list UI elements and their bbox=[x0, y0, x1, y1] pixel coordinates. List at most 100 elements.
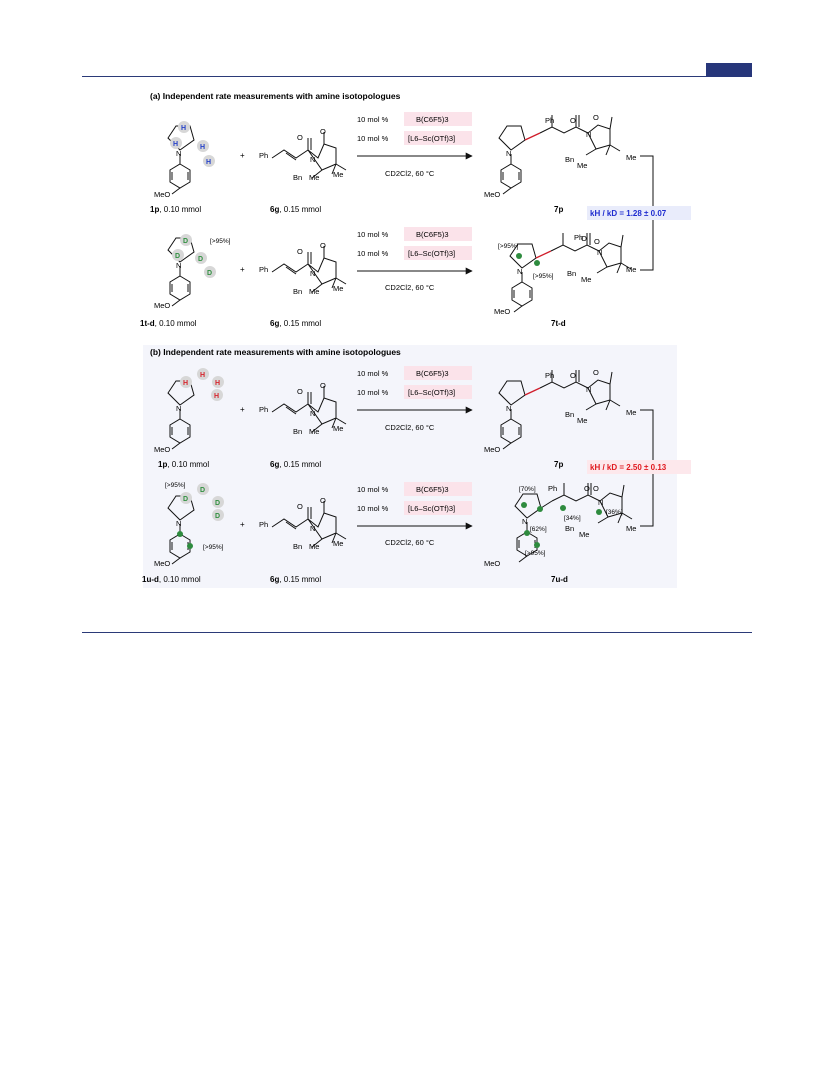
h-label: H bbox=[183, 380, 188, 387]
header-rule bbox=[82, 76, 752, 77]
nitrogen-label: N bbox=[310, 155, 315, 164]
benzyl-label: Bn bbox=[565, 155, 574, 164]
compound-name: 6g bbox=[270, 319, 279, 328]
compound-name: 1p bbox=[158, 460, 167, 469]
catalyst-loading: 10 mol % bbox=[357, 504, 389, 513]
catalyst-box bbox=[404, 227, 472, 241]
benzyl-label: Bn bbox=[293, 542, 302, 551]
acceptor-6g-structure: Ph O N O Bn Me Me bbox=[259, 127, 347, 182]
nitrogen-label: N bbox=[506, 149, 511, 158]
product-7p-structure: N MeO Ph O N O Bn Me Me bbox=[484, 368, 636, 454]
solvent-conditions: CD2Cl2, 60 °C bbox=[385, 538, 435, 547]
acceptor-6g-structure: Ph O N O Bn Me Me bbox=[259, 496, 347, 551]
h-label: H bbox=[215, 380, 220, 387]
catalyst-loading: 10 mol % bbox=[357, 485, 389, 494]
d-label: D bbox=[215, 513, 220, 520]
acceptor-6g-caption: 6g, 0.15 mmol bbox=[270, 460, 321, 469]
product-7p-caption: 7p bbox=[554, 460, 563, 469]
phenyl-label: Ph bbox=[259, 265, 268, 274]
deuterium-incorporation: [>95%] bbox=[210, 238, 231, 245]
oxygen-label: O bbox=[320, 241, 326, 250]
phenyl-label: Ph bbox=[574, 233, 583, 242]
compound-amount: , 0.15 mmol bbox=[279, 460, 321, 469]
d-label: D bbox=[207, 270, 212, 277]
amine-n-atom: N bbox=[176, 149, 181, 158]
oxygen-label: O bbox=[570, 116, 576, 125]
catalyst-scandium: [L6–Sc(OTf)3] bbox=[408, 504, 455, 513]
benzyl-label: Bn bbox=[565, 410, 574, 419]
catalyst-box bbox=[404, 112, 472, 126]
oxygen-label: O bbox=[570, 371, 576, 380]
plus-sign: + bbox=[240, 151, 245, 160]
nitrogen-label: N bbox=[176, 261, 181, 270]
oxygen-label: O bbox=[593, 368, 599, 377]
methyl-label: Me bbox=[626, 408, 636, 417]
oxygen-label: O bbox=[593, 484, 599, 493]
methoxy-label: MeO bbox=[154, 301, 170, 310]
acceptor-6g-caption: 6g, 0.15 mmol bbox=[270, 319, 321, 328]
phenyl-label: Ph bbox=[548, 484, 557, 493]
methoxy-label: MeO bbox=[154, 190, 170, 199]
catalyst-loading: 10 mol % bbox=[357, 249, 389, 258]
amine-1t-d-structure: N MeO D D D D [>95%] bbox=[154, 234, 231, 310]
deuterium-incorporation: [34%] bbox=[564, 515, 581, 522]
deuterium-incorporation: [>95%] bbox=[203, 544, 224, 551]
nitrogen-label: N bbox=[506, 404, 511, 413]
deuterium-incorporation: [>95%] bbox=[533, 273, 554, 280]
h-label: H bbox=[200, 144, 205, 151]
amine-1p-caption: 1p, 0.10 mmol bbox=[158, 460, 209, 469]
catalyst-loading: 10 mol % bbox=[357, 388, 389, 397]
nitrogen-label: N bbox=[598, 498, 603, 507]
kie-value-b: kH / kD = 2.50 ± 0.13 bbox=[590, 463, 667, 472]
deuterium-incorporation: [>95%] bbox=[525, 550, 546, 557]
kie-box bbox=[587, 206, 691, 220]
oxygen-label: O bbox=[297, 502, 303, 511]
catalyst-boron: B(C6F5)3 bbox=[416, 230, 449, 239]
catalyst-box bbox=[404, 131, 472, 145]
plus-sign: + bbox=[240, 520, 245, 529]
phenyl-label: Ph bbox=[545, 371, 554, 380]
amine-1t-d-caption: 1t-d, 0.10 mmol bbox=[140, 319, 197, 328]
catalyst-loading: 10 mol % bbox=[357, 230, 389, 239]
compound-name: 6g bbox=[270, 460, 279, 469]
nitrogen-label: N bbox=[176, 404, 181, 413]
phenyl-label: Ph bbox=[259, 151, 268, 160]
catalyst-loading: 10 mol % bbox=[357, 369, 389, 378]
methyl-label: Me bbox=[333, 170, 343, 179]
d-label: D bbox=[215, 500, 220, 507]
product-7p-structure: N MeO Ph O N O Bn Me Me bbox=[484, 113, 636, 199]
nitrogen-label: N bbox=[310, 524, 315, 533]
acceptor-6g-caption: 6g, 0.15 mmol bbox=[270, 205, 321, 214]
catalyst-scandium: [L6–Sc(OTf)3] bbox=[408, 249, 455, 258]
d-label: D bbox=[200, 487, 205, 494]
methoxy-label: MeO bbox=[484, 190, 500, 199]
kie-box bbox=[587, 460, 691, 474]
catalyst-box bbox=[404, 385, 472, 399]
nitrogen-label: N bbox=[310, 409, 315, 418]
compound-name: 6g bbox=[270, 205, 279, 214]
h-label: H bbox=[200, 372, 205, 379]
compound-name: 1p bbox=[150, 205, 159, 214]
methoxy-label: MeO bbox=[154, 559, 170, 568]
deuterium-incorporation: [>95%] bbox=[498, 243, 519, 250]
methoxy-label: MeO bbox=[484, 445, 500, 454]
acceptor-6g-caption: 6g, 0.15 mmol bbox=[270, 575, 321, 584]
catalyst-boron: B(C6F5)3 bbox=[416, 115, 449, 124]
compound-name: 1t-d bbox=[140, 319, 155, 328]
benzyl-label: Bn bbox=[293, 287, 302, 296]
acceptor-6g-structure: Ph O N O Bn Me Me bbox=[259, 241, 347, 296]
deuterium-incorporation: [36%] bbox=[606, 509, 623, 516]
oxygen-label: O bbox=[297, 247, 303, 256]
methoxy-label: MeO bbox=[484, 559, 500, 568]
h-label: H bbox=[214, 393, 219, 400]
benzyl-label: Bn bbox=[293, 427, 302, 436]
compound-amount: , 0.15 mmol bbox=[279, 319, 321, 328]
methyl-label: Me bbox=[333, 539, 343, 548]
header-tab bbox=[706, 63, 752, 77]
deuterium-incorporation: [70%] bbox=[519, 486, 536, 493]
nitrogen-label: N bbox=[517, 267, 522, 276]
product-7t-d-caption: 7t-d bbox=[551, 319, 566, 328]
nitrogen-label: N bbox=[586, 385, 591, 394]
solvent-conditions: CD2Cl2, 60 °C bbox=[385, 423, 435, 432]
